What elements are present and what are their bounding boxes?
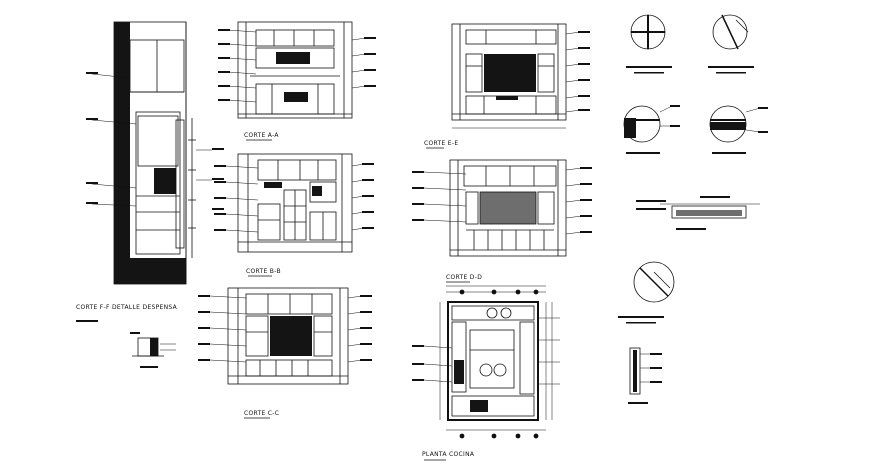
label-corte-c: CORTE C-C [244, 410, 280, 417]
detail-small-left [130, 332, 176, 368]
label-corte-a: CORTE A-A [244, 132, 279, 139]
section-d-d [412, 159, 592, 283]
label-corte-f-detalle-despensa: CORTE F-F DETALLE DESPENSA [76, 304, 178, 311]
detail-circle-3 [623, 105, 680, 154]
section-b-b [214, 153, 374, 277]
detail-circle-1 [626, 14, 672, 74]
label-planta-cocina: PLANTA COCINA [422, 451, 475, 458]
label-corte-e: CORTE E-E [424, 140, 459, 147]
floor-plan-kitchen [412, 285, 560, 461]
section-e-e [426, 23, 590, 149]
section-f-f [76, 21, 224, 322]
detail-strip [636, 196, 760, 230]
section-c-c [198, 287, 372, 419]
detail-circle-5 [618, 261, 675, 324]
detail-circle-4 [709, 105, 768, 154]
detail-post [628, 347, 662, 404]
detail-circle-2 [708, 14, 754, 74]
label-corte-d: CORTE D-D [446, 274, 483, 281]
section-a-a [218, 21, 376, 141]
label-corte-b: CORTE B-B [246, 268, 281, 275]
